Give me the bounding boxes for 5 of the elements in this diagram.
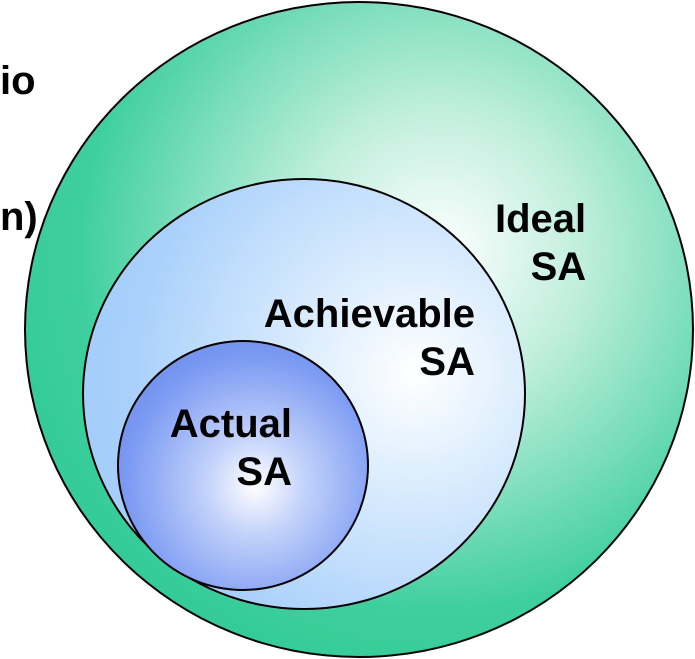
partial-text: n): [0, 194, 38, 240]
partial-text: io: [0, 58, 36, 104]
region-label: Achievable SA: [264, 291, 475, 386]
region-label: Actual SA: [170, 401, 292, 496]
region-label: Ideal SA: [495, 196, 586, 291]
